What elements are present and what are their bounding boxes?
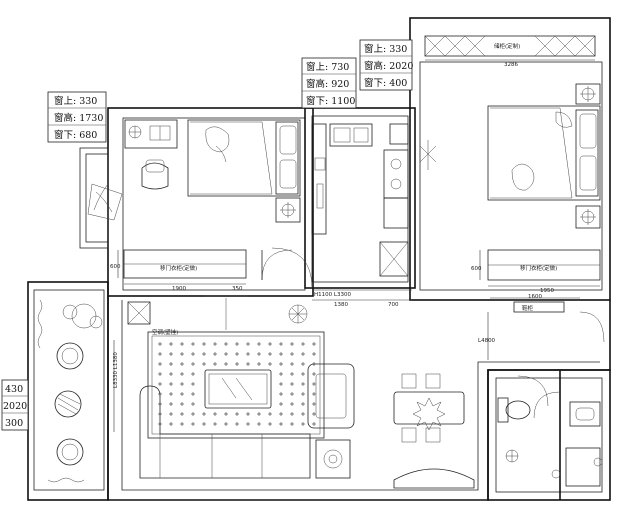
tag-left-top: 窗上: 330 <box>54 95 97 107</box>
top-storage-cabinet: 储柜(定制) 3286 <box>424 35 596 68</box>
wardrobe-right-label: 移门衣柜(定做) <box>520 264 557 272</box>
window-tag-left: 窗上: 330 窗高: 1730 窗下: 680 <box>47 91 107 143</box>
dim-700-label: 700 <box>388 302 399 308</box>
top-dim-label: 3286 <box>504 62 518 68</box>
rug-pattern <box>158 342 316 426</box>
dim-600-left-label: 600 <box>110 264 121 270</box>
tag-left-bottom: 窗下: 680 <box>54 129 97 141</box>
dining-table <box>393 373 465 443</box>
lounge-chair-bay <box>87 183 123 221</box>
nightstand-left <box>275 197 301 223</box>
wardrobe-right: 移门衣柜(定做) 1950 600 <box>471 249 601 294</box>
top-cabinet-label: 储柜(定制) <box>494 42 520 50</box>
kitchen-door: H1100 L3300 1380 700 <box>271 247 412 308</box>
kitchen-outline <box>304 107 416 289</box>
tag-balcony-height: 2020 <box>3 401 27 412</box>
balcony-plant <box>62 303 103 329</box>
desk-left <box>124 119 178 149</box>
fridge <box>379 241 409 277</box>
dim-1900-label: 1900 <box>172 286 186 292</box>
ac-unit: 空调(壁挂) <box>127 295 248 336</box>
dim-1600-label: 1600 <box>528 294 542 300</box>
balcony-round-table <box>54 390 82 418</box>
shoe-cabinet: 1600 鞋柜 L4800 <box>478 294 580 360</box>
tag-balcony-bottom: 300 <box>5 418 23 429</box>
dim-600-right-label: 600 <box>471 266 482 272</box>
dim-1380-label: 1380 <box>334 302 348 308</box>
window-tag-right: 窗上: 330 窗高: 2020 窗下: 400 <box>359 39 413 91</box>
living-outline <box>107 296 611 501</box>
kitchen-sink <box>329 123 373 147</box>
chair-left-bedroom <box>141 159 169 190</box>
tag-left-height: 窗高: 1730 <box>54 112 103 124</box>
coffee-table <box>204 369 272 409</box>
tag-balcony-top: 430 <box>5 384 23 395</box>
dim-sofa-label: L8330 L1380 <box>113 352 119 388</box>
nightstand-right-top <box>575 83 601 105</box>
single-bed-left <box>187 119 301 197</box>
bathroom-door <box>517 311 605 419</box>
tag-right-bottom: 窗下: 400 <box>364 77 407 89</box>
kitchen-counter-left <box>311 123 327 235</box>
dim-350-label: 350 <box>232 286 243 292</box>
toilet <box>497 397 531 423</box>
nightstand-right-bottom <box>575 205 601 229</box>
kitchen-counter-right <box>383 197 409 229</box>
sofa: L8330 L1380 <box>113 340 311 479</box>
plant-living <box>288 304 308 324</box>
balcony-chair-bottom <box>56 438 84 466</box>
tag-center-height: 窗高: 920 <box>306 78 349 90</box>
tag-right-top: 窗上: 330 <box>364 43 407 55</box>
wardrobe-left-label: 移门衣柜(定做) <box>160 264 197 272</box>
bay-window-left <box>79 147 109 249</box>
bathroom-outline <box>487 369 611 501</box>
balcony-rail-pattern <box>37 299 85 483</box>
dim-h1100-label: H1100 L3300 <box>314 292 351 298</box>
tag-right-height: 窗高: 2020 <box>364 60 413 72</box>
sideboard <box>393 468 475 489</box>
left-bedroom-outline <box>107 107 314 297</box>
side-table <box>315 439 351 479</box>
armchair <box>307 363 355 429</box>
double-bed-right <box>487 105 601 201</box>
shower <box>505 447 603 487</box>
right-bedroom-outline <box>409 17 611 301</box>
window-tag-balcony: 430 2020 300 <box>1 379 29 431</box>
dim-1950-label: 1950 <box>540 288 554 294</box>
wardrobe-left: 移门衣柜(定做) 600 1900 350 <box>110 249 247 292</box>
door-left-bedroom <box>261 249 293 281</box>
shoe-cabinet-label: 鞋柜 <box>522 304 534 312</box>
washbasin <box>569 401 601 427</box>
window-tag-center: 窗上: 730 窗高: 920 窗下: 1100 <box>301 57 357 109</box>
stove <box>383 123 409 199</box>
door-swing-right-bedroom <box>419 140 437 170</box>
tag-center-top: 窗上: 730 <box>306 61 349 73</box>
dim-corridor-label: L4800 <box>478 338 496 344</box>
tag-center-bottom: 窗下: 1100 <box>306 95 355 107</box>
balcony-chair-top <box>56 342 84 370</box>
